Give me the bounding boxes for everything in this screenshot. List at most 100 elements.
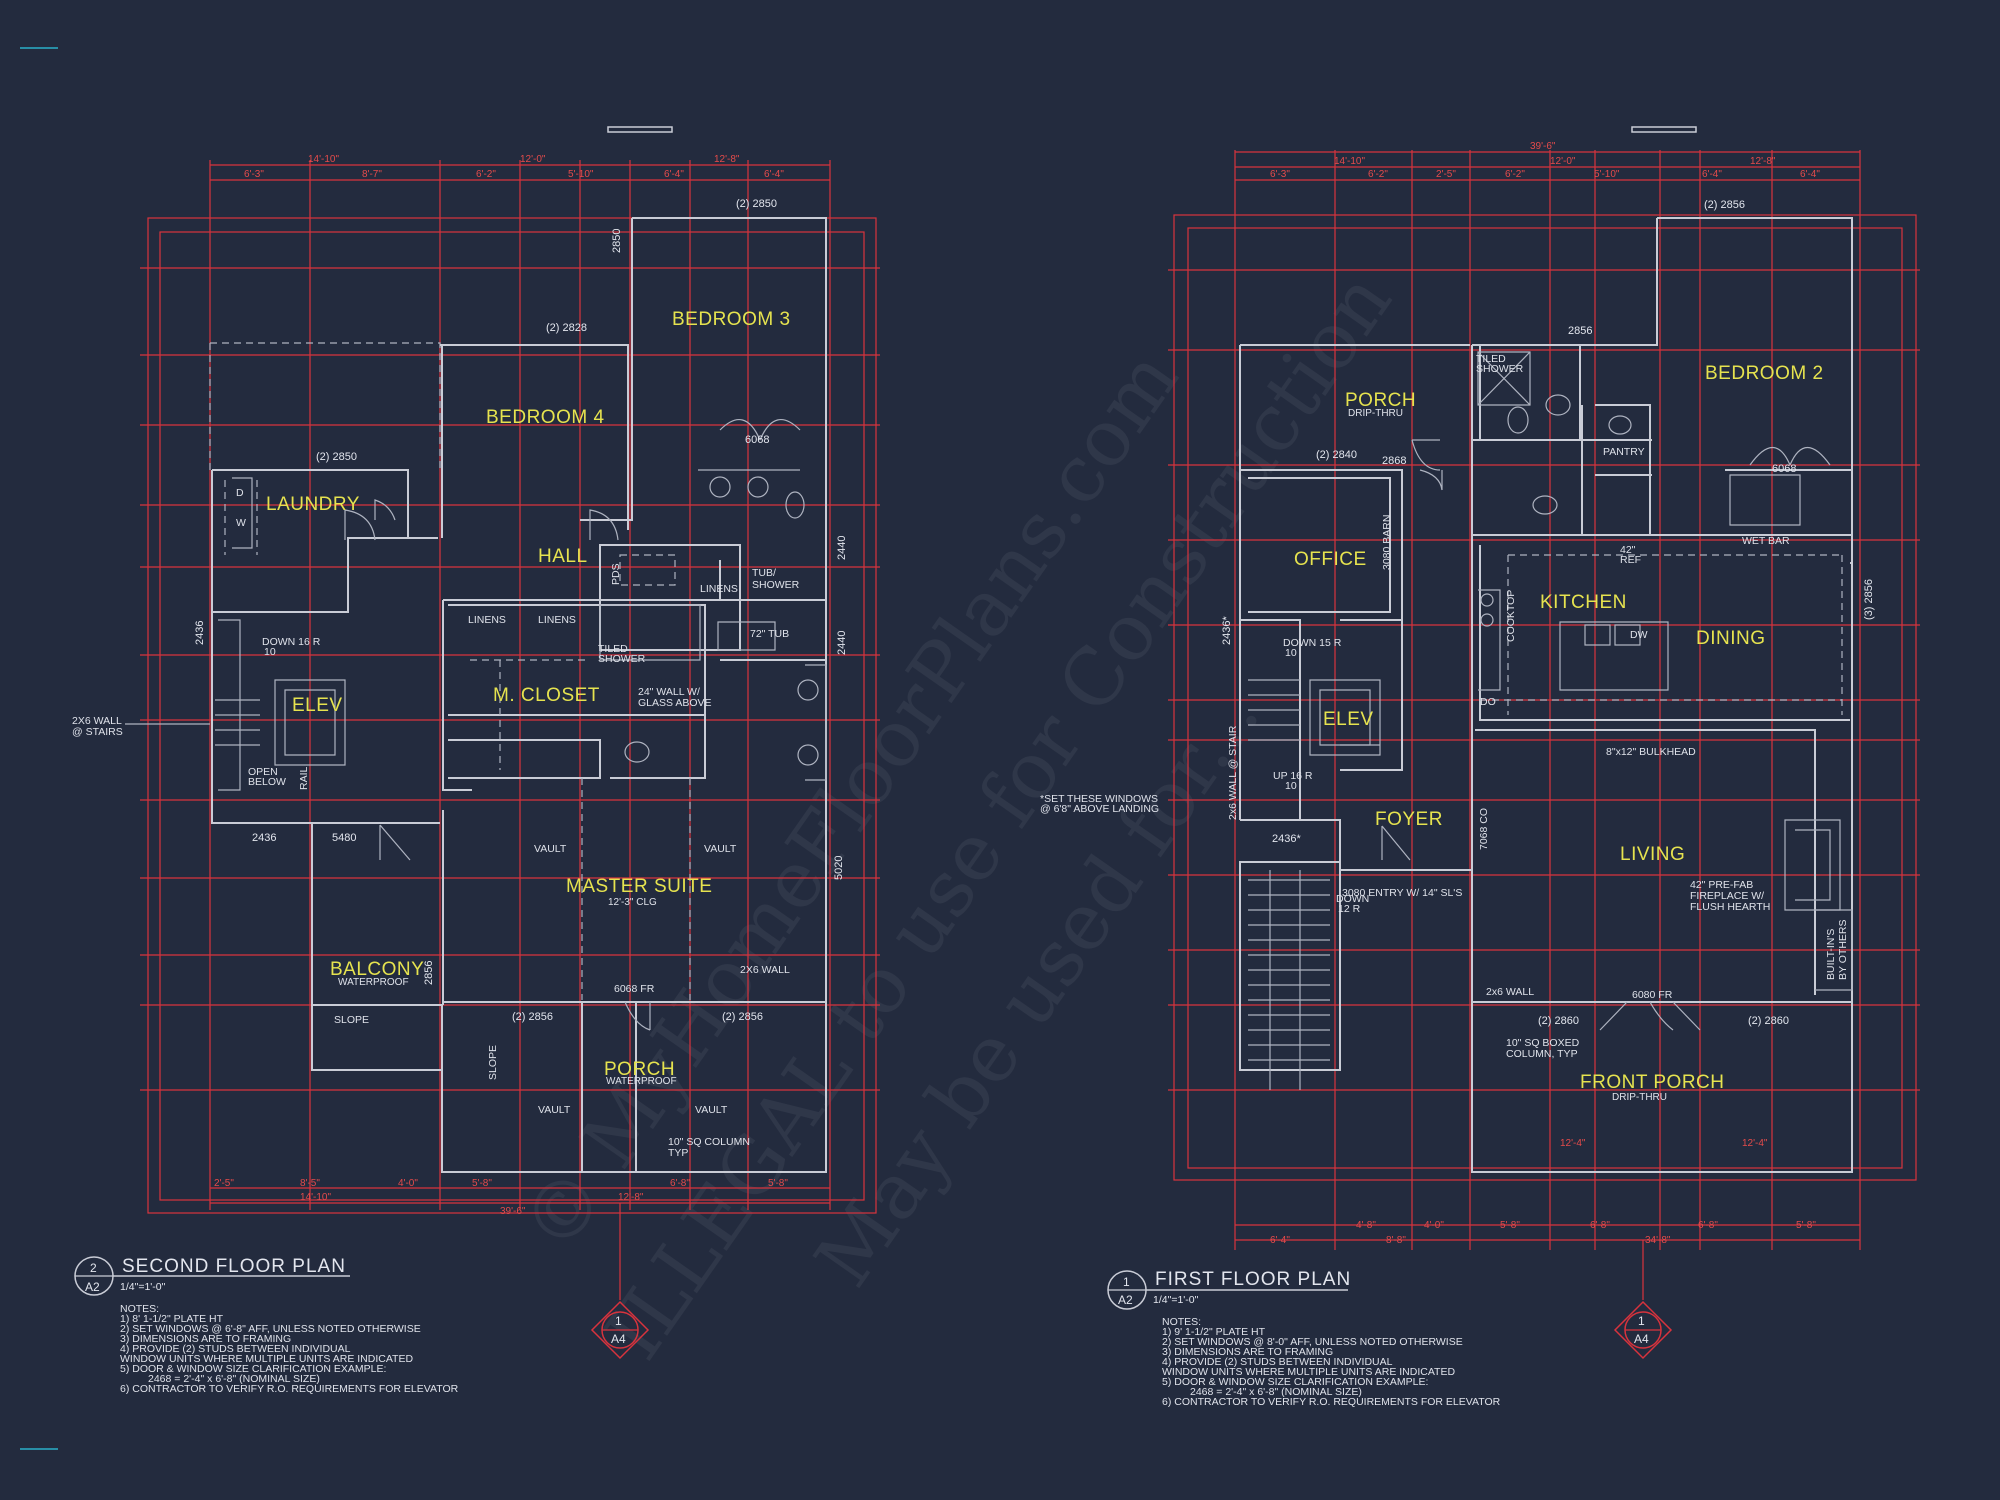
dim-first-top-2: 12'-0": [1550, 156, 1576, 167]
section-left-sheet: A4: [611, 1332, 626, 1346]
window-tag-2840: (2) 2840: [1316, 449, 1357, 461]
slope-label-2: SLOPE: [487, 1045, 499, 1080]
window-tag-bedroom2: (2) 2856: [1704, 199, 1745, 211]
stair-up-first-number: 10: [1285, 780, 1297, 792]
first-floor-plan: PORCH DRIP-THRU BEDROOM 2 OFFICE KITCHEN…: [1040, 126, 1920, 1408]
dim-first-top-1: 14'-10": [1334, 156, 1365, 167]
window-marker: [607, 126, 673, 133]
room-master-suite: MASTER SUITE: [566, 876, 712, 897]
dim-top-1: 12'-0": [520, 154, 546, 165]
ref-label-1: 42": [1620, 544, 1636, 556]
boxed-column-note-2: COLUMN, TYP: [1506, 1048, 1578, 1060]
second-floor-scale: 1/4"=1'-0": [120, 1281, 166, 1293]
dim-bottom-0: 2'-5": [214, 1178, 234, 1189]
upper-porch-waterproof-note: WATERPROOF: [606, 1076, 677, 1087]
second-floor-number: 2: [90, 1261, 97, 1275]
stair-up-first: UP 16 R: [1273, 770, 1313, 782]
fireplace-note-3: FLUSH HEARTH: [1690, 901, 1770, 913]
first-floor-top-dimensions: 39'-6" 14'-10" 12'-0" 12'-8" 6'-3" 6'-2"…: [1270, 141, 1820, 180]
window-tag-laundry: (2) 2850: [316, 451, 357, 463]
first-floor-note-8: 6) CONTRACTOR TO VERIFY R.O. REQUIREMENT…: [1162, 1396, 1501, 1408]
dim-first-bottom-3: 4'-0": [1424, 1220, 1444, 1231]
second-floor-note-5: WINDOW UNITS WHERE MULTIPLE UNITS ARE IN…: [120, 1353, 413, 1365]
second-floor-title-block: 2 A2 SECOND FLOOR PLAN 1/4"=1'-0" NOTES:…: [74, 1256, 459, 1395]
second-floor-note-0: NOTES:: [120, 1303, 159, 1315]
tub-shower-label-1: TUB/: [752, 567, 776, 579]
dim-bottom-5: 5'-8": [768, 1178, 788, 1189]
dim-first-bottom-10: 12'-4": [1742, 1138, 1768, 1149]
tiled-shower-first-1: TILED: [1476, 353, 1506, 365]
open-below-label-1: OPEN: [248, 766, 278, 778]
bulkhead-label: 8"x12" BULKHEAD: [1606, 746, 1696, 758]
door-tag-6068fr: 6068 FR: [614, 983, 655, 995]
window-tag-2856-bath: 2856: [1568, 325, 1592, 337]
room-bedroom-3: BEDROOM 3: [672, 309, 791, 330]
coat-closet-door-label: 7068 CO: [1478, 808, 1490, 850]
window-tag-porch-left: (2) 2856: [512, 1011, 553, 1023]
window-tag-2860-right: (2) 2860: [1748, 1015, 1789, 1027]
stair-wall-first: 2x6 WALL @ STAIR: [1227, 725, 1239, 820]
first-floor-number: 1: [1123, 1275, 1130, 1289]
window-tag-2440-a: 2440: [836, 536, 848, 560]
first-floor-note-6: 5) DOOR & WINDOW SIZE CLARIFICATION EXAM…: [1162, 1376, 1428, 1388]
barn-door-label: 3080 BARN: [1381, 515, 1393, 570]
window-tag-2856: 2856: [423, 961, 435, 985]
first-floor-sheet: A2: [1118, 1293, 1133, 1307]
second-floor-top-dimensions: 14'-10" 12'-0" 12'-8" 6'-3" 8'-7" 6'-2" …: [244, 154, 784, 180]
second-floor-dimension-lines: [140, 160, 880, 1300]
dim-first-top-0: 39'-6": [1530, 141, 1556, 152]
room-elevator: ELEV: [292, 695, 343, 716]
stair-wall-note-1: 2X6 WALL: [72, 715, 122, 727]
second-floor-note-8: 6) CONTRACTOR TO VERIFY R.O. REQUIREMENT…: [120, 1383, 459, 1395]
dim-first-bottom-1: 4'-8": [1356, 1220, 1376, 1231]
room-balcony: BALCONY: [330, 959, 424, 980]
second-floor-sheet: A2: [85, 1280, 100, 1294]
room-elevator-first: ELEV: [1323, 709, 1374, 730]
dim-first-top-9: 6'-4": [1702, 169, 1722, 180]
first-floor-note-3: 3) DIMENSIONS ARE TO FRAMING: [1162, 1346, 1333, 1358]
window-tag-bedroom4: (2) 2828: [546, 322, 587, 334]
front-porch-drip-note: DRIP-THRU: [1612, 1092, 1667, 1103]
vault-label-1: VAULT: [534, 843, 567, 855]
column-note-1: 10" SQ COLUMN: [668, 1136, 750, 1148]
window-tag-2436-first: 2436*: [1221, 616, 1233, 645]
stair-down-landing-1: DOWN: [1336, 893, 1369, 905]
first-floor-note-0: NOTES:: [1162, 1316, 1201, 1328]
column-note-2: TYP: [668, 1147, 688, 1159]
second-floor-title: SECOND FLOOR PLAN: [122, 1256, 346, 1277]
first-floor-walls: [1239, 217, 1853, 1173]
dim-bottom-8: 39'-6": [500, 1206, 526, 1217]
builtins-note-1: BUILT-IN'S: [1825, 929, 1837, 980]
room-front-porch: FRONT PORCH: [1580, 1072, 1724, 1093]
room-bedroom-2: BEDROOM 2: [1705, 363, 1824, 384]
master-ceiling-note: 12'-3" CLG: [608, 897, 657, 908]
dim-bottom-3: 5'-8": [472, 1178, 492, 1189]
fireplace-note-1: 42" PRE-FAB: [1690, 879, 1753, 891]
dim-bottom-2: 4'-0": [398, 1178, 418, 1189]
second-floor-note-3: 3) DIMENSIONS ARE TO FRAMING: [120, 1333, 291, 1345]
window-tag-2436-first-b: 2436*: [1272, 833, 1301, 845]
first-floor-note-1: 1) 9' 1-1/2" PLATE HT: [1162, 1326, 1266, 1338]
stair-down-first-number: 10: [1285, 647, 1297, 659]
first-floor-note-5: WINDOW UNITS WHERE MULTIPLE UNITS ARE IN…: [1162, 1366, 1455, 1378]
tiled-shower-first-2: SHOWER: [1476, 363, 1524, 375]
dim-bottom-6: 14'-10": [300, 1192, 331, 1203]
dim-bottom-1: 8'-5": [300, 1178, 320, 1189]
first-floor-note-7: 2468 = 2'-4" x 6'-8" (NOMINAL SIZE): [1190, 1386, 1362, 1398]
second-floor-note-2: 2) SET WINDOWS @ 6'-8" AFF, UNLESS NOTED…: [120, 1323, 421, 1335]
dim-top-7: 6'-4": [664, 169, 684, 180]
linens-label-1: LINENS: [468, 614, 506, 626]
slope-label-1: SLOPE: [334, 1014, 369, 1026]
vault-label-4: VAULT: [695, 1104, 728, 1116]
window-tag-porch-right: (2) 2856: [722, 1011, 763, 1023]
dim-top-4: 8'-7": [362, 169, 382, 180]
room-kitchen: KITCHEN: [1540, 592, 1627, 613]
dim-top-0: 14'-10": [308, 154, 339, 165]
tiled-shower-label-1: TILED: [598, 643, 628, 655]
wall-2x6-label: 2X6 WALL: [740, 964, 790, 976]
section-left-number: 1: [615, 1314, 622, 1328]
dim-first-bottom-2: 8'-8": [1386, 1235, 1406, 1246]
door-tag-2868: 2868: [1382, 455, 1406, 467]
window-tag-5020: 5020: [833, 856, 845, 880]
door-tag-6068: 6068: [745, 434, 769, 446]
